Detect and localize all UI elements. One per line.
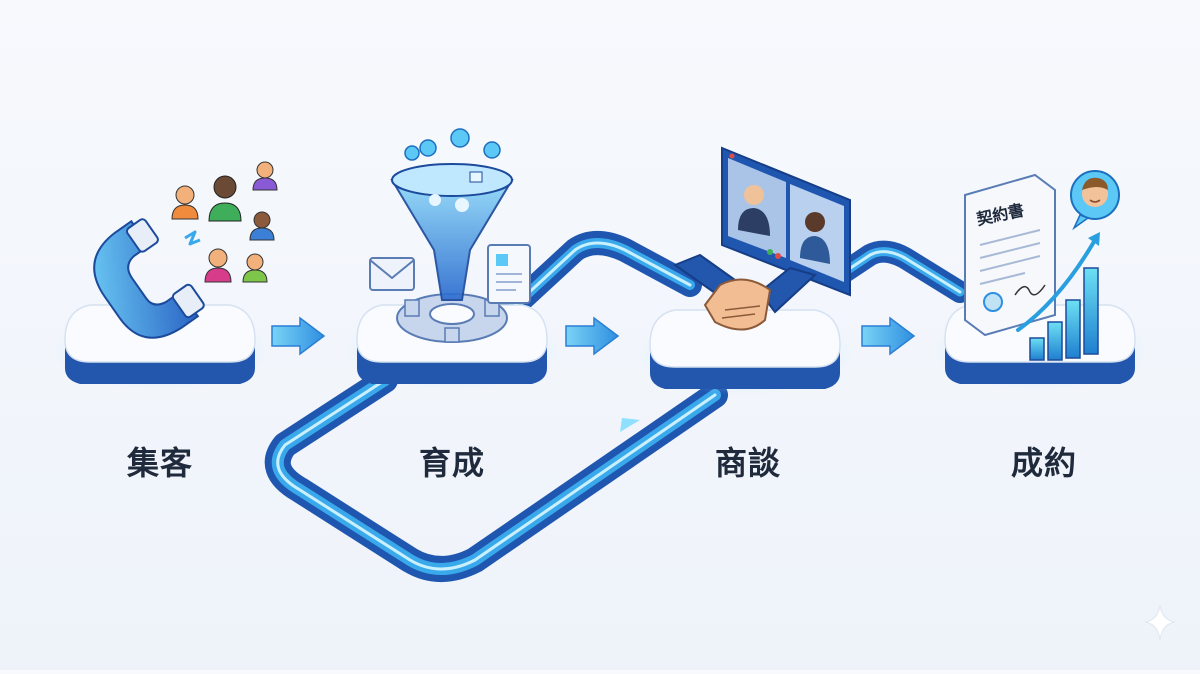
people-group-icon [171,161,278,283]
user-avatar-icon [1070,170,1120,231]
envelope-icon [369,257,415,291]
platform-negotiation [635,309,855,395]
arrow-right-icon [565,316,620,356]
handshake-icon [672,253,817,331]
growth-chart-icon [1016,232,1100,361]
video-call-screen-icon [721,146,851,297]
stage-label-negotiation: 商談 [714,444,781,482]
arrow-right-icon [271,316,326,356]
contract-document-icon: 契約書 [964,173,1056,337]
platform-acquisition [50,304,270,390]
data-bubbles-icon [404,128,501,161]
document-icon [487,244,531,304]
arrow-right-icon [861,316,916,356]
sparkle-icon [1144,604,1176,641]
stage-label-acquisition: 集客 [126,444,193,482]
stage-label-nurturing: 育成 [418,444,485,482]
magnet-icon [93,218,205,339]
conveyor-track [264,231,971,582]
stage-label-closing: 成約 [1010,444,1077,482]
gear-icon [396,293,508,343]
funnel-icon [390,163,514,301]
